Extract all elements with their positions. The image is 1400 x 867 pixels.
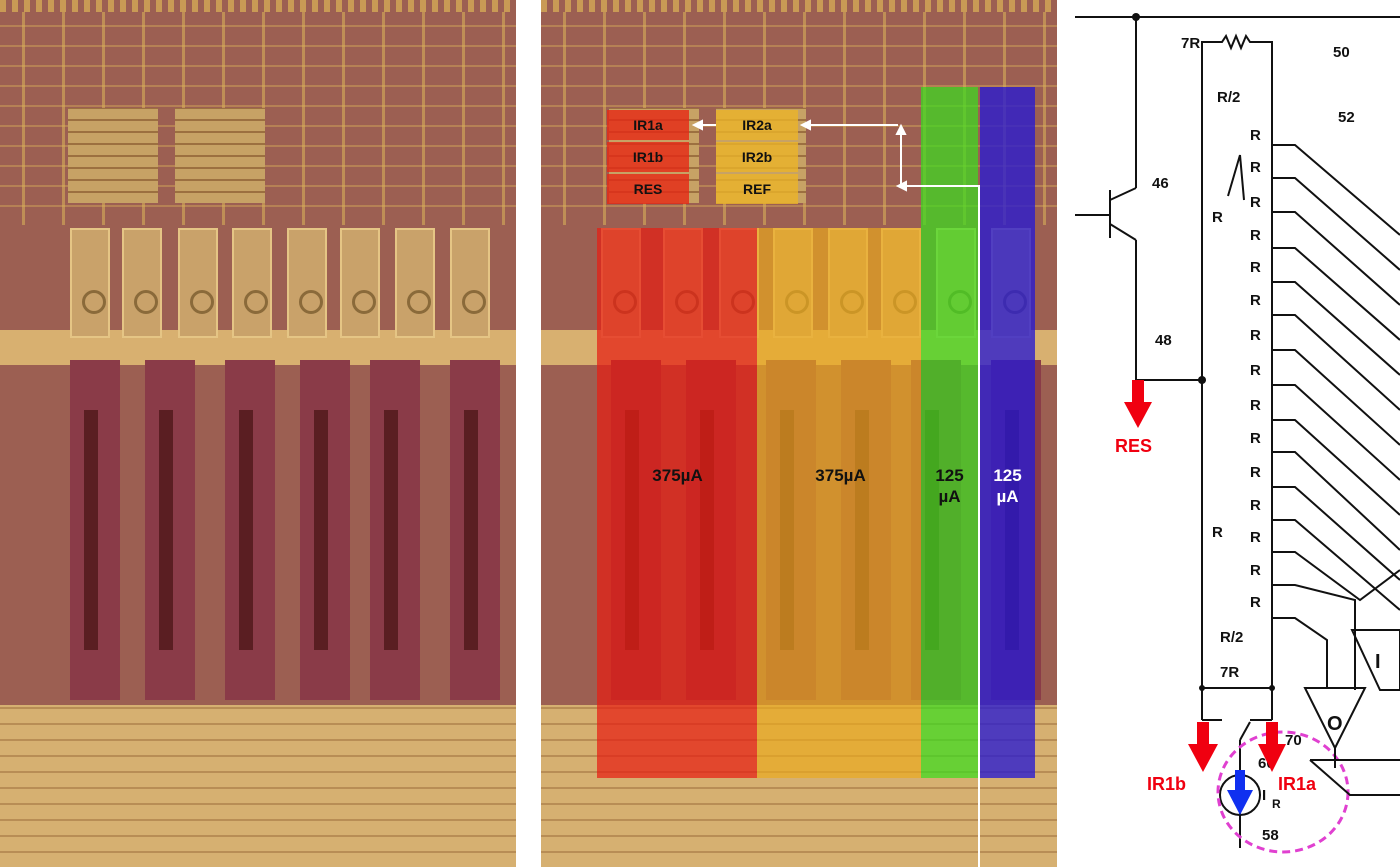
resistor-label: R (1250, 194, 1261, 211)
die-photo-left (0, 0, 516, 867)
current-value: 125 (935, 466, 964, 485)
current-unit: µA (996, 487, 1019, 506)
res-label: RES (1115, 436, 1152, 456)
resistor-label: R (1212, 209, 1223, 226)
resistor-label: R (1250, 227, 1261, 244)
resistor-label: R (1250, 594, 1261, 611)
amplifier-o-label: O (1327, 713, 1343, 735)
resistor-label-r-half: R/2 (1220, 629, 1243, 646)
resistor-label: R (1250, 397, 1261, 414)
resistor-label: R (1250, 362, 1261, 379)
ref-70: 70 (1285, 732, 1302, 749)
amplifier-i-label: I (1375, 651, 1381, 673)
current-label-green: 125 µA (921, 465, 978, 507)
resistor-label: R (1250, 562, 1261, 579)
resistor-label: R (1250, 259, 1261, 276)
current-label-blue: 125 µA (980, 465, 1035, 507)
ref-58: 58 (1262, 827, 1279, 844)
block-ir2b: IR2b (716, 142, 798, 172)
resistor-label: R (1250, 430, 1261, 447)
resistor-label: R (1250, 327, 1261, 344)
yellow-current-region (757, 228, 921, 778)
current-source-subscript: R (1272, 797, 1281, 811)
resistor-label-7r: 7R (1220, 664, 1239, 681)
reference-current-arrow-icon (1227, 770, 1253, 815)
green-current-region (921, 87, 978, 778)
current-label-red: 375µA (652, 466, 703, 485)
block-ir1a: IR1a (607, 110, 689, 140)
resistor-label: R (1250, 159, 1261, 176)
ref-46: 46 (1152, 175, 1169, 192)
current-label-yellow: 375µA (815, 466, 866, 485)
current-value: 125 (993, 466, 1022, 485)
resistor-label: R (1250, 529, 1261, 546)
current-source-label: I (1262, 787, 1266, 804)
resistor-label: R (1250, 464, 1261, 481)
resistor-label: R (1250, 292, 1261, 309)
resistor-label: R (1250, 127, 1261, 144)
ref-52: 52 (1338, 109, 1355, 126)
red-current-region (597, 228, 757, 778)
resistor-label: R (1250, 497, 1261, 514)
ir1a-label: IR1a (1278, 774, 1317, 794)
resistor-label: R (1212, 524, 1223, 541)
block-res: RES (607, 174, 689, 204)
ir1b-arrow-icon (1197, 722, 1209, 746)
block-ir2a: IR2a (716, 110, 798, 140)
blue-current-region (980, 87, 1035, 778)
resistor-label-7r: 7R (1181, 35, 1200, 52)
block-ref: REF (716, 174, 798, 204)
block-ir1b: IR1b (607, 142, 689, 172)
white-wire (978, 185, 980, 867)
resistor-label-r-half: R/2 (1217, 89, 1240, 106)
res-arrow-icon (1132, 380, 1144, 404)
current-unit: µA (938, 487, 961, 506)
ref-50: 50 (1333, 44, 1350, 61)
ir1b-label: IR1b (1147, 774, 1186, 794)
ref-48: 48 (1155, 332, 1172, 349)
ir1a-arrow-icon (1266, 722, 1278, 746)
